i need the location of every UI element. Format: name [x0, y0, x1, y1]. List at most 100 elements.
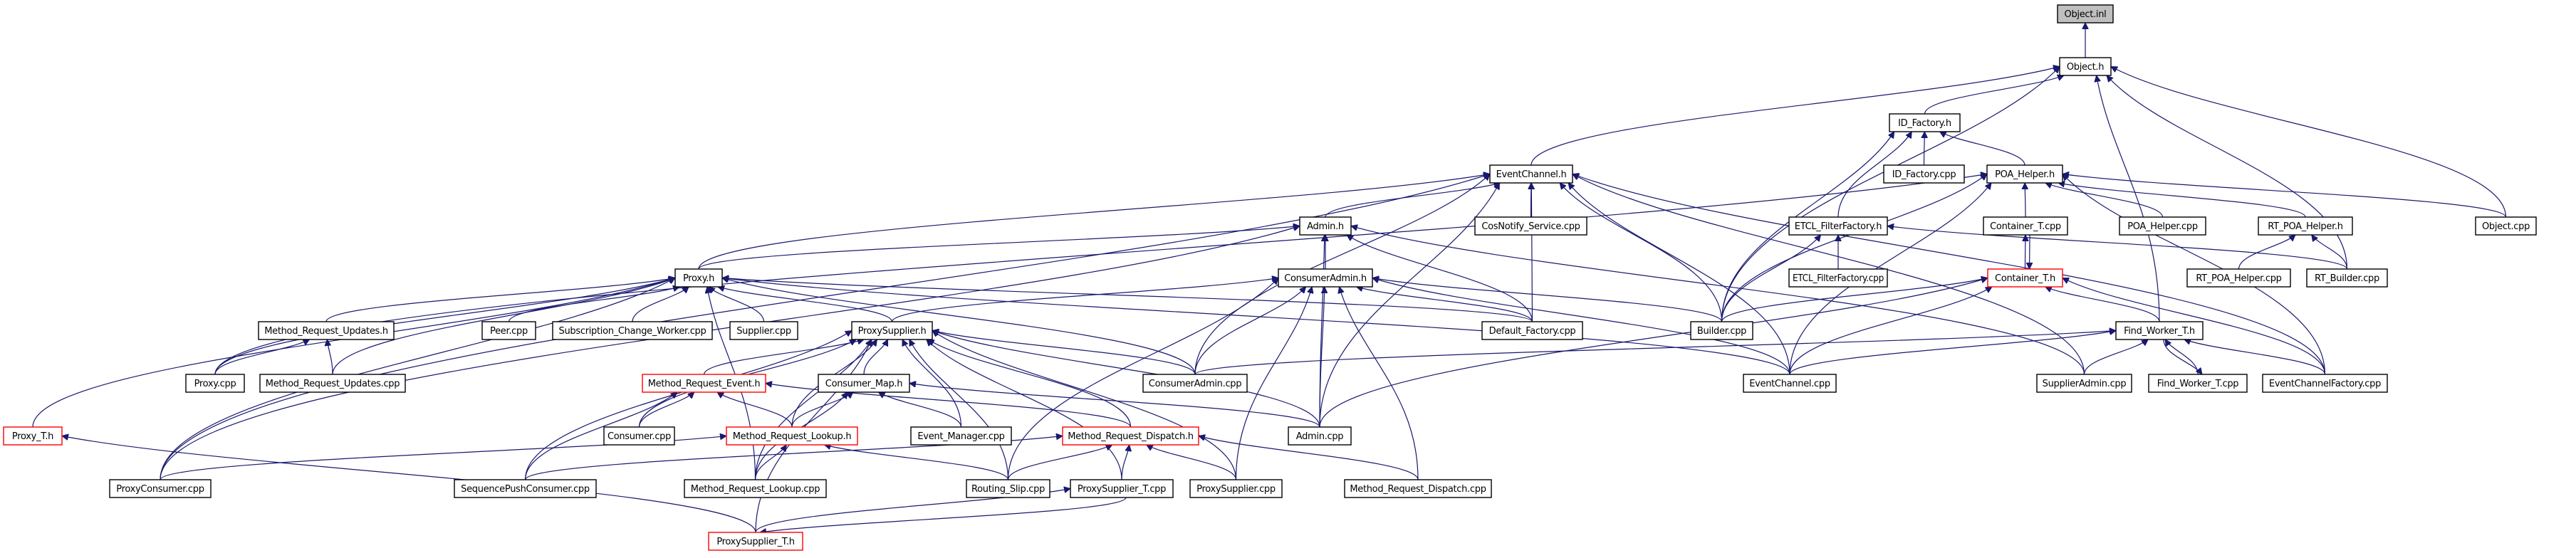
node-box[interactable]: [1489, 164, 1573, 184]
node-etcl-filterfactory-cpp[interactable]: ETCL_FilterFactory.cpp: [1788, 268, 1888, 288]
node-poa-helper-h[interactable]: POA_Helper.h: [1986, 164, 2063, 184]
node-id-factory-cpp[interactable]: ID_Factory.cpp: [1883, 164, 1965, 184]
node-find-worker-t-h[interactable]: Find_Worker_T.h: [2115, 321, 2204, 340]
node-box[interactable]: [2057, 4, 2114, 23]
node-method-request-lookup-cpp[interactable]: Method_Request_Lookup.cpp: [684, 479, 827, 498]
node-box[interactable]: [258, 321, 395, 340]
node-method-request-dispatch-h[interactable]: Method_Request_Dispatch.h: [1062, 426, 1199, 446]
node-box[interactable]: [1883, 164, 1965, 184]
node-consumer-map-h[interactable]: Consumer_Map.h: [818, 374, 910, 393]
node-proxy-cpp[interactable]: Proxy.cpp: [185, 374, 245, 393]
node-box[interactable]: [552, 321, 713, 340]
node-box[interactable]: [1142, 374, 1248, 393]
node-peer-cpp[interactable]: Peer.cpp: [481, 321, 536, 340]
node-box[interactable]: [1788, 268, 1888, 288]
node-poa-helper-cpp[interactable]: POA_Helper.cpp: [2119, 216, 2206, 236]
node-etcl-filterfactory-h[interactable]: ETCL_FilterFactory.h: [1788, 216, 1888, 236]
node-box[interactable]: [3, 426, 63, 446]
node-sequencepushconsumer-cpp[interactable]: SequencePushConsumer.cpp: [454, 479, 597, 498]
node-default-factory-cpp[interactable]: Default_Factory.cpp: [1481, 321, 1583, 340]
node-box[interactable]: [1788, 216, 1888, 236]
node-box[interactable]: [818, 374, 910, 393]
node-box[interactable]: [910, 426, 1012, 446]
node-cosnotify-service-cpp[interactable]: CosNotify_Service.cpp: [1474, 216, 1587, 236]
node-consumer-cpp[interactable]: Consumer.cpp: [603, 426, 675, 446]
node-box[interactable]: [1481, 321, 1583, 340]
node-container-t-cpp[interactable]: Container_T.cpp: [1983, 216, 2068, 236]
node-object-inl[interactable]: Object.inl: [2057, 4, 2114, 23]
node-box[interactable]: [726, 426, 858, 446]
node-box[interactable]: [1189, 479, 1283, 498]
node-box[interactable]: [1070, 479, 1174, 498]
node-builder-cpp[interactable]: Builder.cpp: [1690, 321, 1753, 340]
node-admin-cpp[interactable]: Admin.cpp: [1288, 426, 1352, 446]
node-box[interactable]: [603, 426, 675, 446]
node-box[interactable]: [481, 321, 536, 340]
node-proxy-h[interactable]: Proxy.h: [674, 268, 723, 288]
node-method-request-lookup-h[interactable]: Method_Request_Lookup.h: [726, 426, 858, 446]
node-rt-builder-cpp[interactable]: RT_Builder.cpp: [2306, 268, 2388, 288]
node-supplieradmin-cpp[interactable]: SupplierAdmin.cpp: [2036, 374, 2132, 393]
node-proxy-t-h[interactable]: Proxy_T.h: [3, 426, 63, 446]
node-find-worker-t-cpp[interactable]: Find_Worker_T.cpp: [2148, 374, 2248, 393]
node-supplier-cpp[interactable]: Supplier.cpp: [729, 321, 798, 340]
node-box[interactable]: [2148, 374, 2248, 393]
node-proxysupplier-h[interactable]: ProxySupplier.h: [851, 321, 933, 340]
node-proxysupplier-t-h[interactable]: ProxySupplier_T.h: [708, 532, 803, 551]
node-box[interactable]: [1743, 374, 1837, 393]
node-box[interactable]: [851, 321, 933, 340]
node-box[interactable]: [966, 479, 1050, 498]
node-box[interactable]: [2119, 216, 2206, 236]
node-box[interactable]: [1474, 216, 1587, 236]
node-box[interactable]: [642, 374, 766, 393]
node-box[interactable]: [2475, 216, 2537, 236]
node-eventchannelfactory-cpp[interactable]: EventChannelFactory.cpp: [2262, 374, 2388, 393]
node-box[interactable]: [1299, 216, 1352, 236]
node-box[interactable]: [2115, 321, 2204, 340]
node-box[interactable]: [454, 479, 597, 498]
node-method-request-updates-h[interactable]: Method_Request_Updates.h: [258, 321, 395, 340]
node-proxysupplier-cpp[interactable]: ProxySupplier.cpp: [1189, 479, 1283, 498]
node-box[interactable]: [729, 321, 798, 340]
node-box[interactable]: [684, 479, 827, 498]
node-method-request-updates-cpp[interactable]: Method_Request_Updates.cpp: [259, 374, 406, 393]
node-box[interactable]: [708, 532, 803, 551]
node-method-request-event-h[interactable]: Method_Request_Event.h: [642, 374, 766, 393]
node-consumeradmin-h[interactable]: ConsumerAdmin.h: [1278, 268, 1373, 288]
node-proxysupplier-t-cpp[interactable]: ProxySupplier_T.cpp: [1070, 479, 1174, 498]
node-box[interactable]: [1987, 268, 2063, 288]
node-box[interactable]: [2258, 216, 2353, 236]
node-box[interactable]: [109, 479, 212, 498]
node-object-cpp[interactable]: Object.cpp: [2475, 216, 2537, 236]
node-box[interactable]: [2306, 268, 2388, 288]
node-box[interactable]: [259, 374, 406, 393]
node-eventchannel-cpp[interactable]: EventChannel.cpp: [1743, 374, 1837, 393]
node-subscription-change-worker-cpp[interactable]: Subscription_Change_Worker.cpp: [552, 321, 713, 340]
node-box[interactable]: [1344, 479, 1492, 498]
node-box[interactable]: [1983, 216, 2068, 236]
node-box[interactable]: [1278, 268, 1373, 288]
node-box[interactable]: [1690, 321, 1753, 340]
node-box[interactable]: [1288, 426, 1352, 446]
node-proxyconsumer-cpp[interactable]: ProxyConsumer.cpp: [109, 479, 212, 498]
node-box[interactable]: [1889, 113, 1961, 132]
node-box[interactable]: [1062, 426, 1199, 446]
node-method-request-dispatch-cpp[interactable]: Method_Request_Dispatch.cpp: [1344, 479, 1492, 498]
node-rt-poa-helper-cpp[interactable]: RT_POA_Helper.cpp: [2186, 268, 2291, 288]
node-box[interactable]: [2036, 374, 2132, 393]
node-eventchannel-h[interactable]: EventChannel.h: [1489, 164, 1573, 184]
node-container-t-h[interactable]: Container_T.h: [1987, 268, 2063, 288]
node-box[interactable]: [2059, 57, 2112, 76]
node-id-factory-h[interactable]: ID_Factory.h: [1889, 113, 1961, 132]
node-box[interactable]: [2262, 374, 2388, 393]
node-box[interactable]: [185, 374, 245, 393]
node-box[interactable]: [1986, 164, 2063, 184]
node-consumeradmin-cpp[interactable]: ConsumerAdmin.cpp: [1142, 374, 1248, 393]
node-box[interactable]: [674, 268, 723, 288]
node-object-h[interactable]: Object.h: [2059, 57, 2112, 76]
node-routing-slip-cpp[interactable]: Routing_Slip.cpp: [966, 479, 1050, 498]
node-event-manager-cpp[interactable]: Event_Manager.cpp: [910, 426, 1012, 446]
node-admin-h[interactable]: Admin.h: [1299, 216, 1352, 236]
node-box[interactable]: [2186, 268, 2291, 288]
node-rt-poa-helper-h[interactable]: RT_POA_Helper.h: [2258, 216, 2353, 236]
